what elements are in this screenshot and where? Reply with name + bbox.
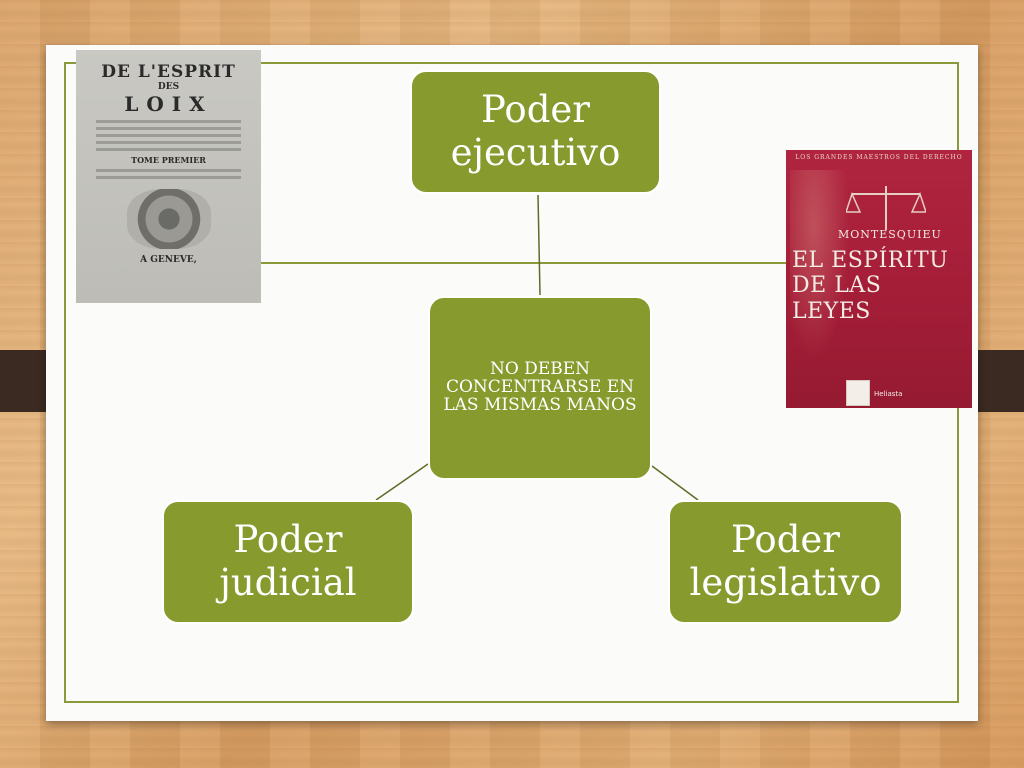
node-left-label: Poder judicial	[219, 518, 357, 604]
publisher-logo	[846, 380, 870, 406]
scales-of-justice-icon	[846, 186, 926, 230]
connector-top	[537, 194, 541, 296]
book-left-des: DES	[157, 82, 180, 92]
book-left-subtitle: LOIX	[124, 92, 213, 116]
node-top-label: Poder ejecutivo	[450, 88, 621, 174]
book-left-tome: TOME PREMIER	[131, 155, 206, 165]
node-center-label: NO DEBEN CONCENTRARSE EN LAS MISMAS MANO…	[443, 359, 637, 415]
book-left-emblem	[126, 189, 211, 249]
book-left-title: DE L'ESPRIT	[101, 62, 236, 82]
justice-figure-image	[790, 170, 850, 360]
node-poder-ejecutivo: Poder ejecutivo	[410, 70, 661, 194]
book-right-title: EL ESPÍRITU DE LAS LEYES	[792, 248, 949, 324]
node-right-label: Poder legislativo	[689, 518, 882, 604]
book-right-author: MONTESQUIEU	[838, 228, 942, 241]
node-poder-legislativo: Poder legislativo	[668, 500, 903, 624]
book-left-place: A GENEVE,	[140, 255, 197, 265]
book-right-series: LOS GRANDES MAESTROS DEL DERECHO	[795, 154, 963, 161]
book-right-publisher: Heliasta	[874, 390, 903, 398]
book-cover-el-espiritu-de-las-leyes: LOS GRANDES MAESTROS DEL DERECHO MONTESQ…	[786, 150, 972, 408]
book-cover-lesprit-des-loix: DE L'ESPRIT DES LOIX TOME PREMIER A GENE…	[76, 50, 261, 303]
node-center: NO DEBEN CONCENTRARSE EN LAS MISMAS MANO…	[428, 296, 652, 480]
connector-left	[375, 463, 429, 501]
connector-lines	[261, 194, 786, 501]
book-left-text-lines	[90, 120, 247, 151]
connector-right	[651, 465, 699, 501]
node-poder-judicial: Poder judicial	[162, 500, 414, 624]
